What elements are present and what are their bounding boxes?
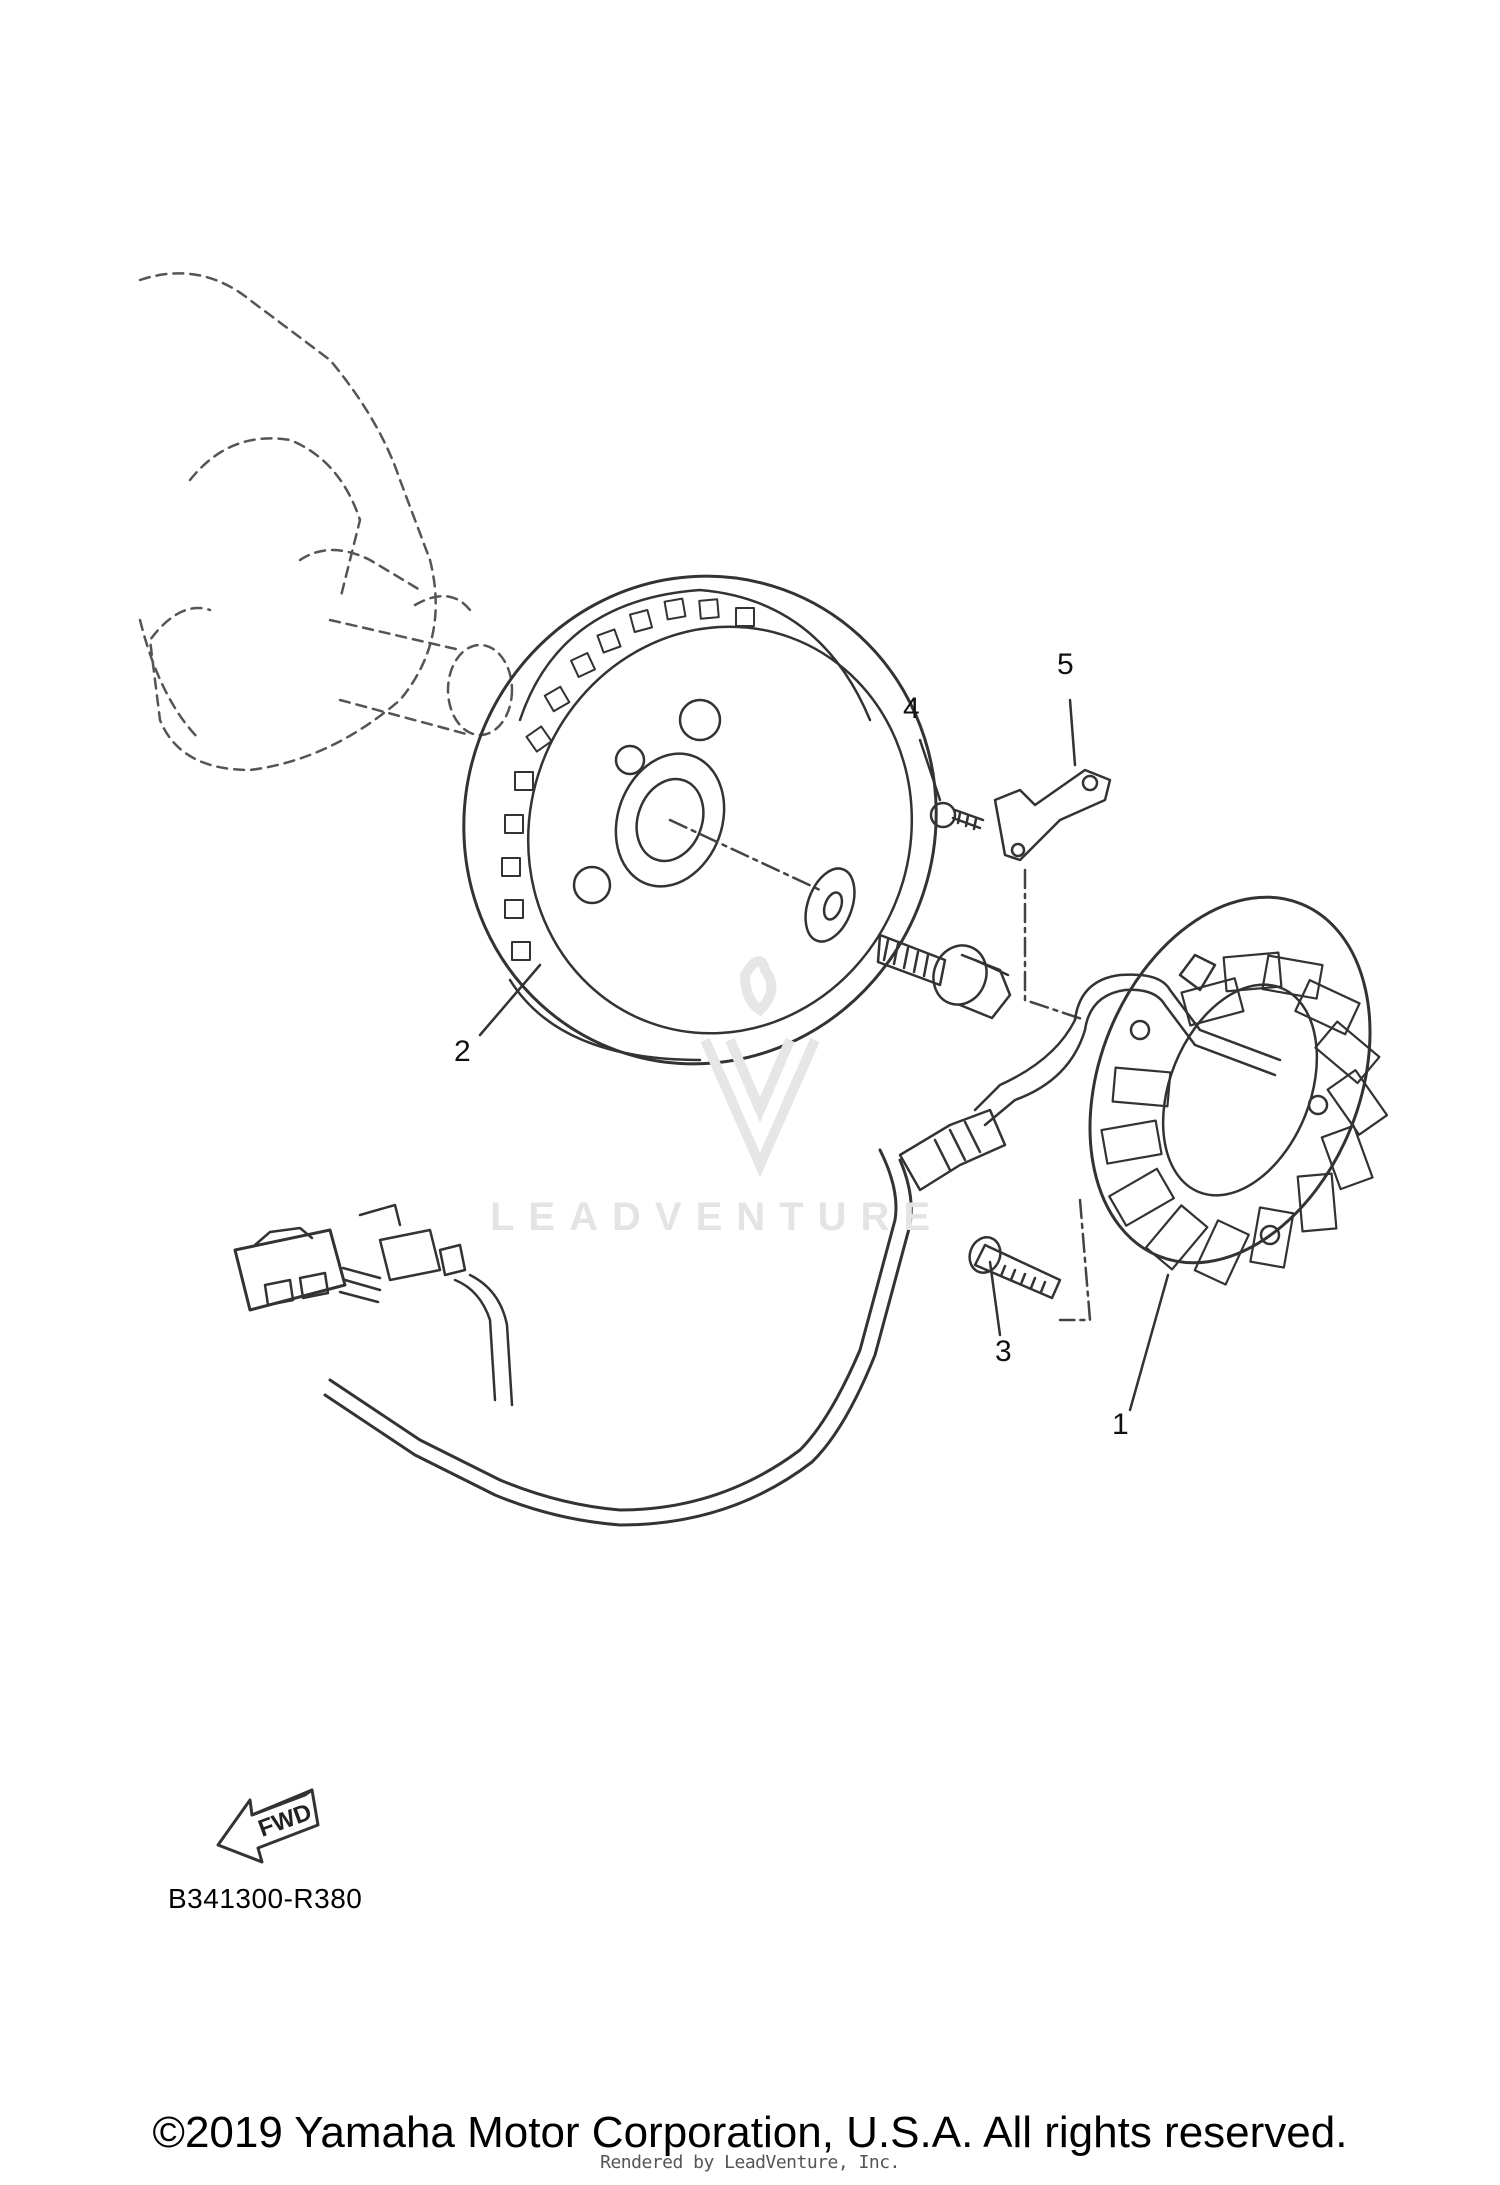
- stator-poles: [1100, 951, 1389, 1286]
- leader-line-3: [988, 1260, 1002, 1337]
- branch-wire: [453, 1278, 497, 1402]
- screw-4: [929, 801, 985, 831]
- crankshaft-outline: [138, 272, 514, 772]
- assembly-centerline-stator: [1023, 868, 1087, 1022]
- assembly-centerline-bolt: [1058, 1198, 1092, 1322]
- forward-arrow-icon: [216, 1788, 320, 1864]
- leader-line-1: [1128, 1273, 1170, 1412]
- flywheel-rotor: [462, 574, 938, 1066]
- watermark-logo: [700, 956, 820, 1178]
- callout-1: 1: [1112, 1408, 1129, 1441]
- washer: [804, 867, 856, 943]
- diagram-code: B341300-R380: [168, 1883, 363, 1914]
- main-connector: [233, 1226, 382, 1312]
- copyright-notice: ©2019 Yamaha Motor Corporation, U.S.A. A…: [152, 2108, 1348, 2157]
- wire-grommet: [898, 1108, 1007, 1192]
- stator-cable: [328, 1148, 898, 1512]
- leader-line-4: [918, 738, 942, 802]
- callout-5: 5: [1057, 648, 1074, 681]
- stator-coil-assembly: [973, 895, 1389, 1286]
- leader-line-2: [478, 963, 542, 1037]
- render-credit: Rendered by LeadVenture, Inc.: [600, 2152, 900, 2173]
- assembly-centerline: [668, 818, 822, 892]
- callout-4: 4: [903, 692, 920, 725]
- small-connector: [358, 1203, 467, 1282]
- leader-line-5: [1068, 698, 1077, 767]
- watermark-text: LEADVENTURE: [490, 1195, 945, 1239]
- bracket-5: [993, 768, 1112, 862]
- rotor-magnet-slots: [501, 597, 755, 961]
- flywheel-bolt: [876, 933, 1012, 1020]
- callout-3: 3: [995, 1335, 1012, 1368]
- callout-2: 2: [454, 1035, 471, 1068]
- stator-bolt-3: [968, 1236, 1062, 1300]
